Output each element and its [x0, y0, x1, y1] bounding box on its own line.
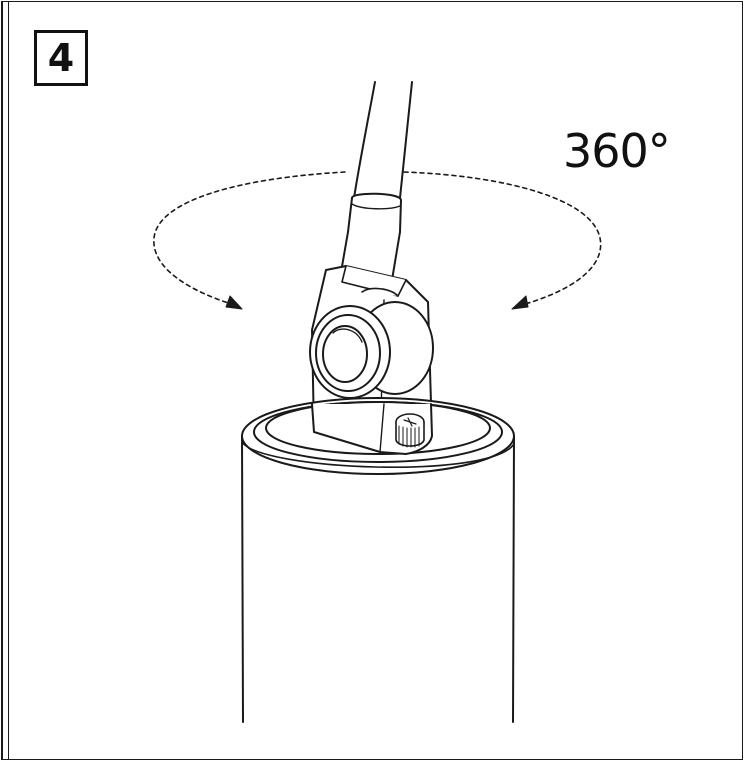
gooseneck-arm — [353, 81, 413, 199]
step-number: 4 — [47, 36, 75, 80]
rotation-arrow-icon — [153, 171, 602, 310]
frame-inner-rule — [8, 1, 9, 760]
step-number-badge: 4 — [34, 30, 88, 86]
pivot-knob — [309, 301, 434, 399]
rotation-angle-label: 360° — [563, 124, 671, 178]
lamp-base-cylinder — [241, 435, 515, 723]
mounting-screw — [395, 413, 425, 448]
